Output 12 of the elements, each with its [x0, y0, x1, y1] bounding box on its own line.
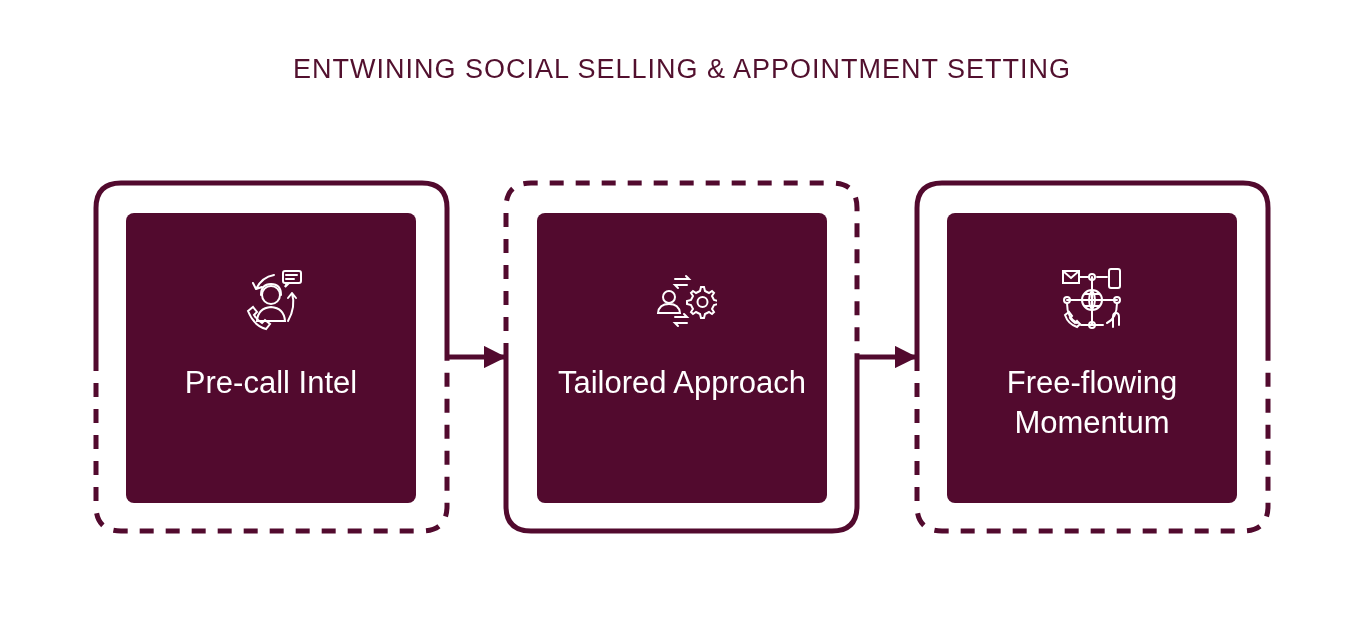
arrow — [449, 345, 507, 369]
frame — [506, 183, 857, 531]
step-box — [947, 213, 1237, 503]
step-box — [126, 213, 416, 503]
frame — [917, 183, 1268, 531]
title: ENTWINING SOCIAL SELLING & APPOINTMENT SETTING — [291, 54, 1073, 85]
arrow — [859, 345, 918, 369]
step-label: Free-flowing Momentum — [1005, 364, 1179, 442]
step-label: Tailored Approach — [556, 364, 808, 402]
step-label: Pre-call Intel — [183, 364, 359, 402]
frame — [96, 183, 447, 531]
step-box — [537, 213, 827, 503]
